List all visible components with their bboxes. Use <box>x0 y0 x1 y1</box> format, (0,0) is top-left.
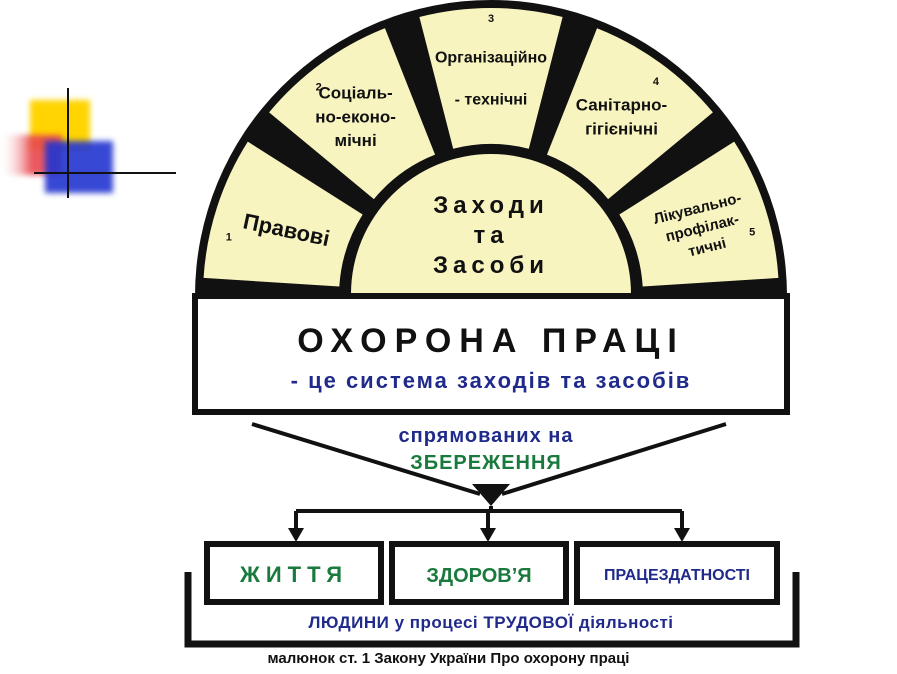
outcome-box-life <box>204 541 384 605</box>
segment-2 <box>269 28 436 200</box>
segment-5 <box>619 141 779 287</box>
segment-number-5: 5 <box>749 227 755 239</box>
outcome-box-workability <box>574 541 780 605</box>
outcome-text-workability: ПРАЦЕЗДАТНОСТІ <box>604 567 750 584</box>
segment-number-3: 3 <box>488 13 494 25</box>
segment-1 <box>203 141 363 287</box>
segment-number-2: 2 <box>316 82 322 94</box>
center-text-line2: та <box>473 222 508 249</box>
bottom-bracket <box>184 572 800 648</box>
center-semicircle-fill <box>351 154 631 294</box>
funnel-right-line <box>501 422 727 496</box>
segment-label-3: Організаційно - технічні <box>435 50 547 109</box>
segment-label-2: Соціаль-но-еконо-мічні <box>315 83 396 150</box>
segment-4-line-2: гігієнічні <box>585 119 658 138</box>
branch-mid-arrow <box>480 528 496 542</box>
segment-4-line-1: Санітарно- <box>576 95 667 114</box>
figure-caption: малюнок ст. 1 Закону України Про охорону… <box>267 650 630 667</box>
segment-4 <box>546 28 713 200</box>
funnel-left-line <box>251 422 481 496</box>
main-box-title: ОХОРОНА ПРАЦІ <box>297 322 685 360</box>
main-box <box>192 293 790 415</box>
segment-2-line-2: но-еконо- <box>315 107 396 126</box>
arrow-text-line1: спрямованих на <box>399 425 574 447</box>
main-box-subtitle: - це система заходів та засобів <box>291 368 692 393</box>
arrow-text-line2: ЗБЕРЕЖЕННЯ <box>410 452 562 474</box>
center-text-line1: Заходи <box>433 192 548 219</box>
bottom-text: ЛЮДИНИ у процесі ТРУДОВОЇ діяльності <box>308 613 673 632</box>
segment-number-1: 1 <box>226 231 232 243</box>
branch-right-arrow <box>674 528 690 542</box>
segment-2-line-1: Соціаль- <box>318 83 392 102</box>
segment-3 <box>419 8 563 149</box>
branch-left-arrow <box>288 528 304 542</box>
center-text-line3: Засоби <box>433 252 549 279</box>
decorative-logo-squares <box>0 88 176 198</box>
segment-2-line-3: мічні <box>335 131 377 150</box>
segment-label-4: Санітарно-гігієнічні <box>576 95 667 138</box>
segment-3-line-2: - технічні <box>455 92 528 109</box>
segment-number-4: 4 <box>653 76 660 88</box>
segment-3-line-1: Організаційно <box>435 50 547 67</box>
outcome-box-health <box>389 541 569 605</box>
outcome-text-health: ЗДОРОВ’Я <box>426 565 531 587</box>
funnel-arrow-head <box>472 484 510 506</box>
outcome-text-life: ЖИТТЯ <box>239 562 348 587</box>
